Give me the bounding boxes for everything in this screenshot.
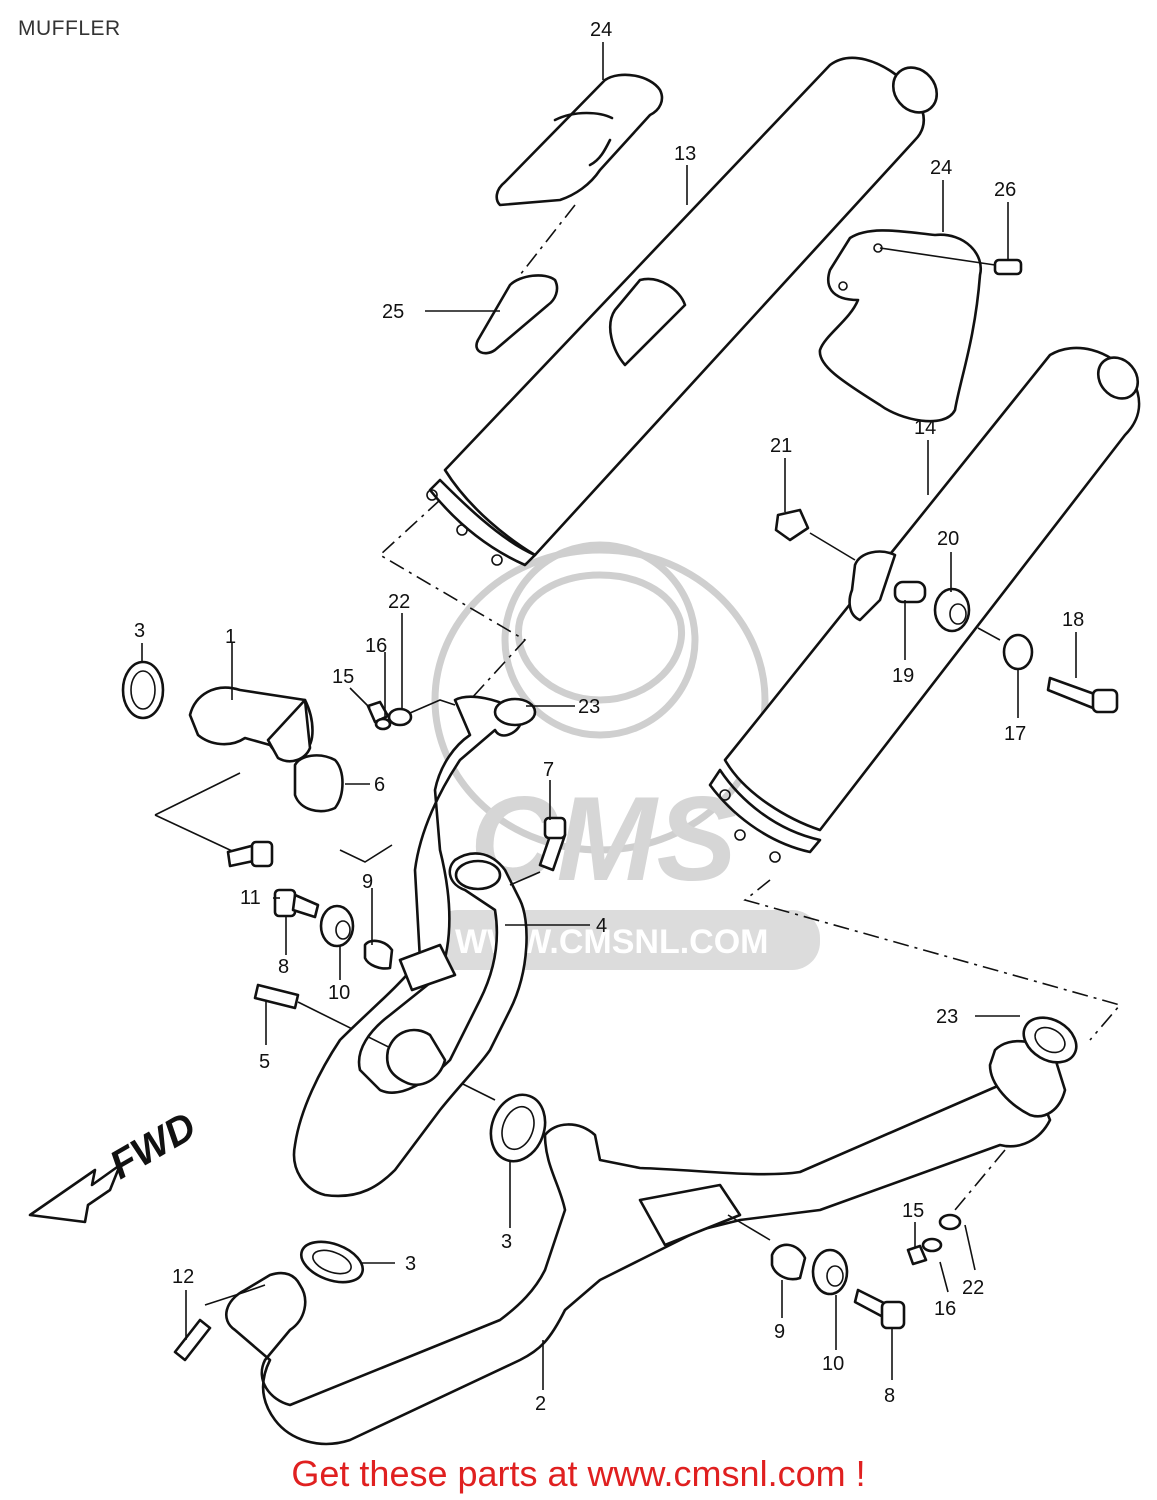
callout-10-right: 10 — [822, 1353, 844, 1375]
leader-lines — [141, 42, 1077, 1390]
washer-22-right[interactable] — [938, 1213, 962, 1231]
callout-20: 20 — [937, 528, 959, 550]
heat-shield-upper[interactable] — [495, 73, 664, 207]
washer-17[interactable] — [1002, 633, 1034, 671]
bolt-8-left[interactable] — [273, 888, 320, 919]
washer-16-left[interactable] — [374, 717, 392, 731]
forward-direction-arrow: FWD — [28, 1104, 204, 1224]
callout-19: 19 — [892, 665, 914, 687]
callout-24-right: 24 — [930, 157, 952, 179]
grommet-20[interactable] — [933, 587, 971, 633]
callout-8-right: 8 — [884, 1385, 895, 1407]
callout-11: 11 — [240, 887, 261, 909]
bolt-18[interactable] — [1046, 676, 1119, 714]
callout-10-left: 10 — [328, 982, 350, 1004]
callout-15-right: 15 — [902, 1200, 924, 1222]
callout-15-left: 15 — [332, 666, 354, 688]
callout-3-middle: 3 — [501, 1231, 512, 1253]
washer-22-left[interactable] — [387, 707, 413, 727]
callout-18: 18 — [1062, 609, 1084, 631]
bolt-19[interactable] — [893, 580, 927, 604]
mount-bracket[interactable] — [848, 550, 897, 622]
callout-6: 6 — [374, 774, 385, 796]
callout-26: 26 — [994, 179, 1016, 201]
callout-23-right: 23 — [936, 1006, 958, 1028]
callout-21: 21 — [770, 435, 792, 457]
nut-21[interactable] — [774, 508, 810, 542]
callout-labels: 24 13 24 26 25 21 14 20 18 19 17 3 1 22 … — [134, 19, 1084, 1415]
callout-3-lower: 3 — [405, 1253, 416, 1275]
gasket-3-middle[interactable] — [482, 1087, 554, 1169]
callout-5: 5 — [259, 1051, 270, 1073]
muffler-left[interactable] — [426, 56, 946, 567]
muffler-right[interactable] — [708, 346, 1146, 863]
callout-25: 25 — [382, 301, 404, 323]
callout-17: 17 — [1004, 723, 1026, 745]
callout-23-left: 23 — [578, 696, 600, 718]
heat-shield-right[interactable] — [818, 229, 983, 423]
callout-12: 12 — [172, 1266, 194, 1288]
callout-24: 24 — [590, 19, 612, 41]
gasket-3-left[interactable] — [121, 660, 165, 720]
callout-22-right: 22 — [962, 1277, 984, 1299]
bolt-5[interactable] — [253, 983, 300, 1010]
fwd-label: FWD — [103, 1104, 204, 1188]
callout-3-left: 3 — [134, 620, 145, 642]
callout-14: 14 — [914, 417, 936, 439]
callout-22-left: 22 — [388, 591, 410, 613]
callout-9-left: 9 — [362, 871, 373, 893]
exhaust-pipe-4[interactable] — [292, 695, 528, 1198]
callout-9-right: 9 — [774, 1321, 785, 1343]
bolt-26[interactable] — [993, 258, 1023, 276]
callout-4: 4 — [596, 915, 607, 937]
footer-promo-link[interactable]: Get these parts at www.cmsnl.com ! — [291, 1453, 866, 1494]
washer-16-right[interactable] — [921, 1237, 943, 1253]
grommet-10-right[interactable] — [811, 1248, 849, 1296]
bolt-11[interactable] — [226, 840, 274, 868]
callout-16-right: 16 — [934, 1298, 956, 1320]
callout-8-left: 8 — [278, 956, 289, 978]
callout-2: 2 — [535, 1393, 546, 1415]
collar-9-right[interactable] — [770, 1243, 807, 1281]
exhaust-pipe-1[interactable] — [188, 686, 314, 763]
gasket-23-right[interactable] — [1016, 1009, 1084, 1072]
callout-1: 1 — [225, 626, 236, 648]
nut-15-right[interactable] — [906, 1244, 928, 1266]
gasket-23-left[interactable] — [493, 697, 537, 727]
callout-13: 13 — [674, 143, 696, 165]
callout-7: 7 — [543, 759, 554, 781]
gasket-3-lower[interactable] — [296, 1234, 368, 1290]
bolt-12[interactable] — [173, 1318, 212, 1362]
collar-9-left[interactable] — [363, 939, 394, 970]
bolt-8-right[interactable] — [853, 1288, 906, 1330]
rubber-pad[interactable] — [475, 274, 559, 355]
page-title: MUFFLER — [18, 17, 121, 40]
bolt-7[interactable] — [538, 816, 567, 872]
callout-16-left: 16 — [365, 635, 387, 657]
sleeve-6[interactable] — [293, 754, 344, 813]
grommet-10-left[interactable] — [319, 904, 355, 948]
